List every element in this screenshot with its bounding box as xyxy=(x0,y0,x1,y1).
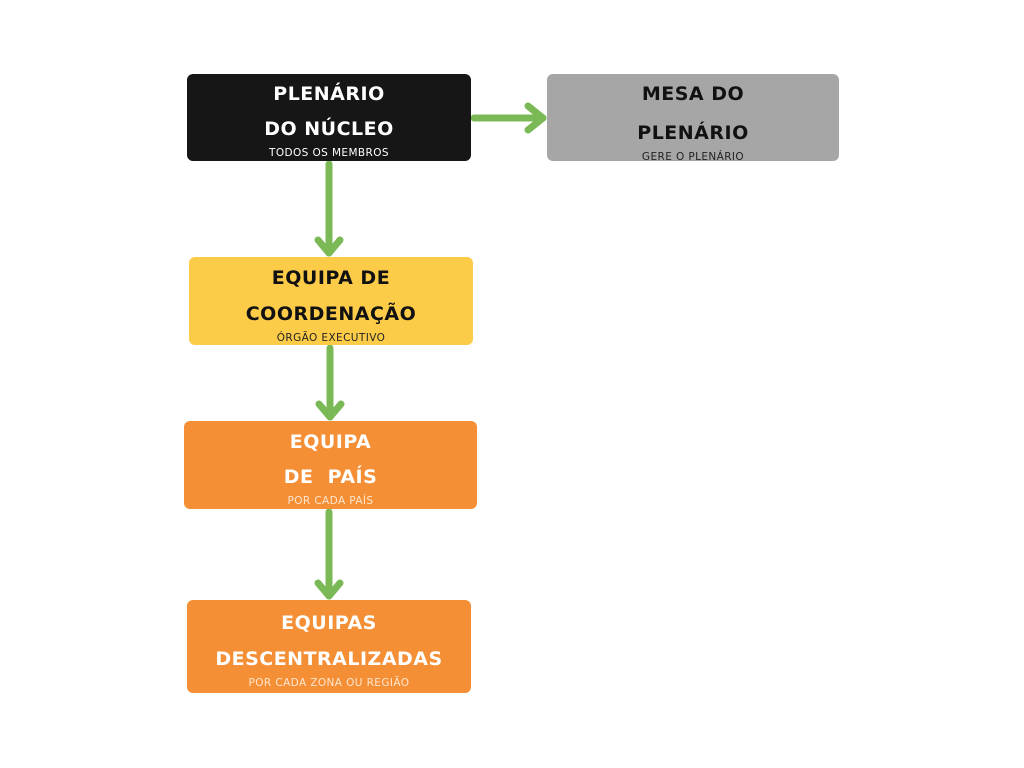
arrow-pais-to-descentralizadas xyxy=(314,508,344,600)
node-title-line: COORDENAÇÃO xyxy=(245,302,417,325)
node-title-line: EQUIPA DE xyxy=(271,266,391,289)
node-title-line: EQUIPAS xyxy=(281,612,377,634)
node-plenario-do-nucleo: PLENÁRIO DO NÚCLEO TODOS OS MEMBROS xyxy=(187,74,471,161)
node-subtitle: TODOS OS MEMBROS xyxy=(269,147,389,159)
node-title-line: MESA DO xyxy=(641,83,745,105)
node-equipas-descentralizadas: EQUIPAS DESCENTRALIZADAS POR CADA ZONA O… xyxy=(187,600,471,693)
node-subtitle: GERE O PLENÁRIO xyxy=(641,151,745,163)
node-title-line: DO NÚCLEO xyxy=(264,118,394,140)
node-title-line: PLENÁRIO xyxy=(273,83,385,105)
node-title-line: EQUIPA xyxy=(289,430,372,453)
node-subtitle: POR CADA PAÍS xyxy=(287,494,374,507)
node-equipa-de-coordenacao: EQUIPA DE COORDENAÇÃO ÓRGÃO EXECUTIVO xyxy=(189,257,473,345)
arrow-plenario-to-coordenacao xyxy=(314,160,344,257)
arrow-plenario-to-mesa xyxy=(470,102,547,134)
node-title-line: DE PAÍS xyxy=(283,465,378,488)
node-title-line: PLENÁRIO xyxy=(637,122,749,144)
node-title-line: DESCENTRALIZADAS xyxy=(215,648,443,670)
node-subtitle: ÓRGÃO EXECUTIVO xyxy=(276,331,386,344)
node-subtitle: POR CADA ZONA OU REGIÃO xyxy=(248,677,410,689)
node-mesa-do-plenario: MESA DO PLENÁRIO GERE O PLENÁRIO xyxy=(547,74,839,163)
node-equipa-de-pais: EQUIPA DE PAÍS POR CADA PAÍS xyxy=(184,421,477,509)
arrow-coordenacao-to-pais xyxy=(315,344,345,421)
